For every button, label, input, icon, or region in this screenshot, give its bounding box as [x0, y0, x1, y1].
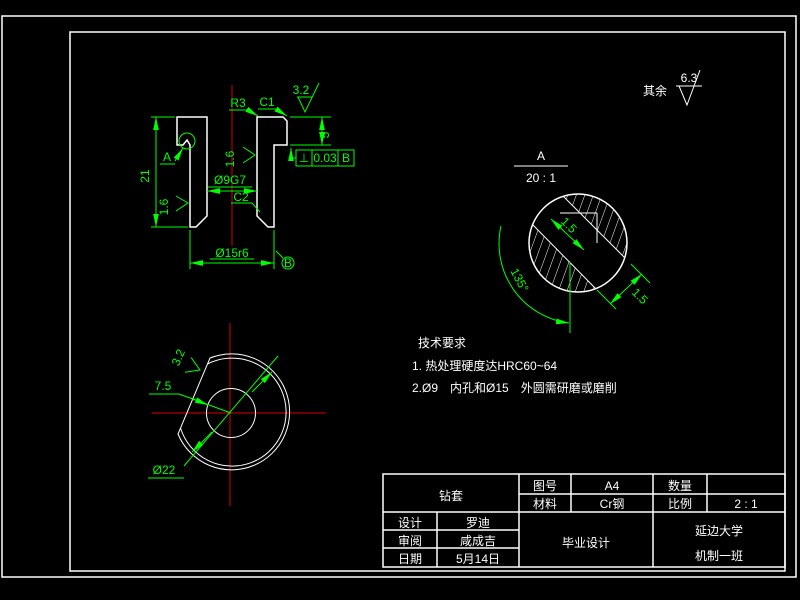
dim-height-21: 21: [138, 116, 188, 228]
tech-req-title: 技术要求: [418, 336, 466, 350]
r3-text: R3: [230, 96, 246, 110]
label-r3: R3: [229, 96, 259, 117]
section-right-wall: [256, 116, 288, 228]
rough-left-text: 1.6: [157, 198, 171, 215]
tech-requirements: 技术要求 1. 热处理硬度达HRC60~64 2.Ø9 内孔和Ø15 外圆需研磨…: [412, 336, 617, 395]
designer-value: 罗迪: [466, 516, 490, 530]
rough-top-text: 3.2: [293, 83, 310, 97]
end-view: Ø22 7.5 3.2: [148, 323, 326, 506]
designer-label: 设计: [398, 516, 422, 530]
tech-req-item-2: 2.Ø9 内孔和Ø15 外圆需研磨或磨削: [412, 381, 617, 395]
end-outer-profile: [177, 353, 291, 471]
groove-edges: [530, 194, 627, 291]
material-label: 材料: [533, 497, 557, 511]
drawing-no-value: A4: [605, 479, 620, 493]
roughness-flat: 3.2: [169, 347, 201, 373]
reviewer-label: 审阅: [398, 533, 422, 548]
detail-a-label: A: [163, 150, 171, 164]
label-c1: C1: [258, 95, 288, 117]
main-section-view: 21 1.6 1.6 Ø9G7 C2 Ø15r6: [138, 82, 355, 270]
drawing-no-label: 图号: [533, 479, 557, 493]
dim-5-text: 5: [318, 131, 332, 138]
detail-circle: [528, 193, 628, 293]
detail-view-a: A 20 : 1 1.5 1.5 135°: [498, 149, 651, 333]
datum-b-circle: [281, 256, 295, 270]
dim-21-text: 21: [138, 169, 152, 183]
rough-flat-text: 3.2: [169, 347, 189, 368]
title-block: 钻套 图号 A4 数量 材料 Cr钢 比例 2 : 1 设计 罗迪 审阅 咸成吉…: [382, 473, 786, 568]
surface-finish-note: 其余 6.3: [643, 69, 702, 107]
tech-req-item-1: 1. 热处理硬度达HRC60~64: [412, 358, 557, 373]
tolerance-datum: B: [342, 151, 350, 165]
part-name: 钻套: [439, 488, 463, 503]
dim-outer: Ø15r6 B: [189, 230, 295, 270]
d22-text: Ø22: [153, 463, 176, 477]
dim-d22: Ø22: [148, 355, 279, 479]
bore-text: Ø9G7: [214, 173, 246, 187]
section-left-wall: [176, 116, 208, 228]
detail-title: A: [537, 149, 545, 163]
dim-flange-5: 5: [290, 116, 332, 146]
drawing-outer-border: [1, 15, 797, 578]
tolerance-frame: ⊥ 0.03 B: [288, 148, 355, 167]
end-bore-circle: [206, 388, 256, 438]
org-line2: 机制一班: [695, 549, 743, 563]
roughness-symbol-icon: [676, 69, 702, 107]
outer-dia-text: Ø15r6: [215, 246, 249, 260]
surface-note-prefix: 其余: [643, 83, 667, 98]
tolerance-value: 0.03: [313, 151, 337, 165]
datum-b-text: B: [284, 256, 292, 270]
date-value: 5月14日: [456, 552, 500, 566]
scale-label: 比例: [668, 497, 692, 511]
project-name: 毕业设计: [562, 536, 610, 550]
detail-a-marker: A: [160, 132, 196, 165]
surface-note-value: 6.3: [681, 71, 698, 85]
material-value: Cr钢: [600, 497, 625, 511]
roughness-bore: 1.6: [223, 146, 256, 167]
dim-bore: Ø9G7 C2: [207, 173, 261, 213]
org-line1: 延边大学: [695, 523, 743, 538]
angle-text: 135°: [508, 266, 532, 295]
r75-text: 7.5: [155, 379, 172, 393]
c1-text: C1: [259, 95, 275, 109]
reviewer-value: 咸成吉: [460, 534, 496, 548]
detail-scale: 20 : 1: [526, 171, 556, 185]
drawing-inner-border: [69, 31, 786, 572]
roughness-top: 3.2: [293, 82, 320, 114]
bore-chamfer-text: C2: [233, 190, 249, 204]
groove-depth-text: 1.5: [629, 285, 651, 307]
rough-bore-text: 1.6: [223, 150, 237, 167]
end-outer-inner-line: [180, 357, 287, 467]
dim-groove-width: 1.5: [550, 214, 585, 251]
roughness-left: 1.6: [157, 195, 189, 215]
quantity-label: 数量: [668, 478, 692, 493]
dim-r75: 7.5: [149, 379, 232, 414]
tolerance-symbol: ⊥: [299, 151, 309, 165]
date-label: 日期: [398, 552, 422, 566]
scale-value: 2 : 1: [734, 497, 758, 511]
